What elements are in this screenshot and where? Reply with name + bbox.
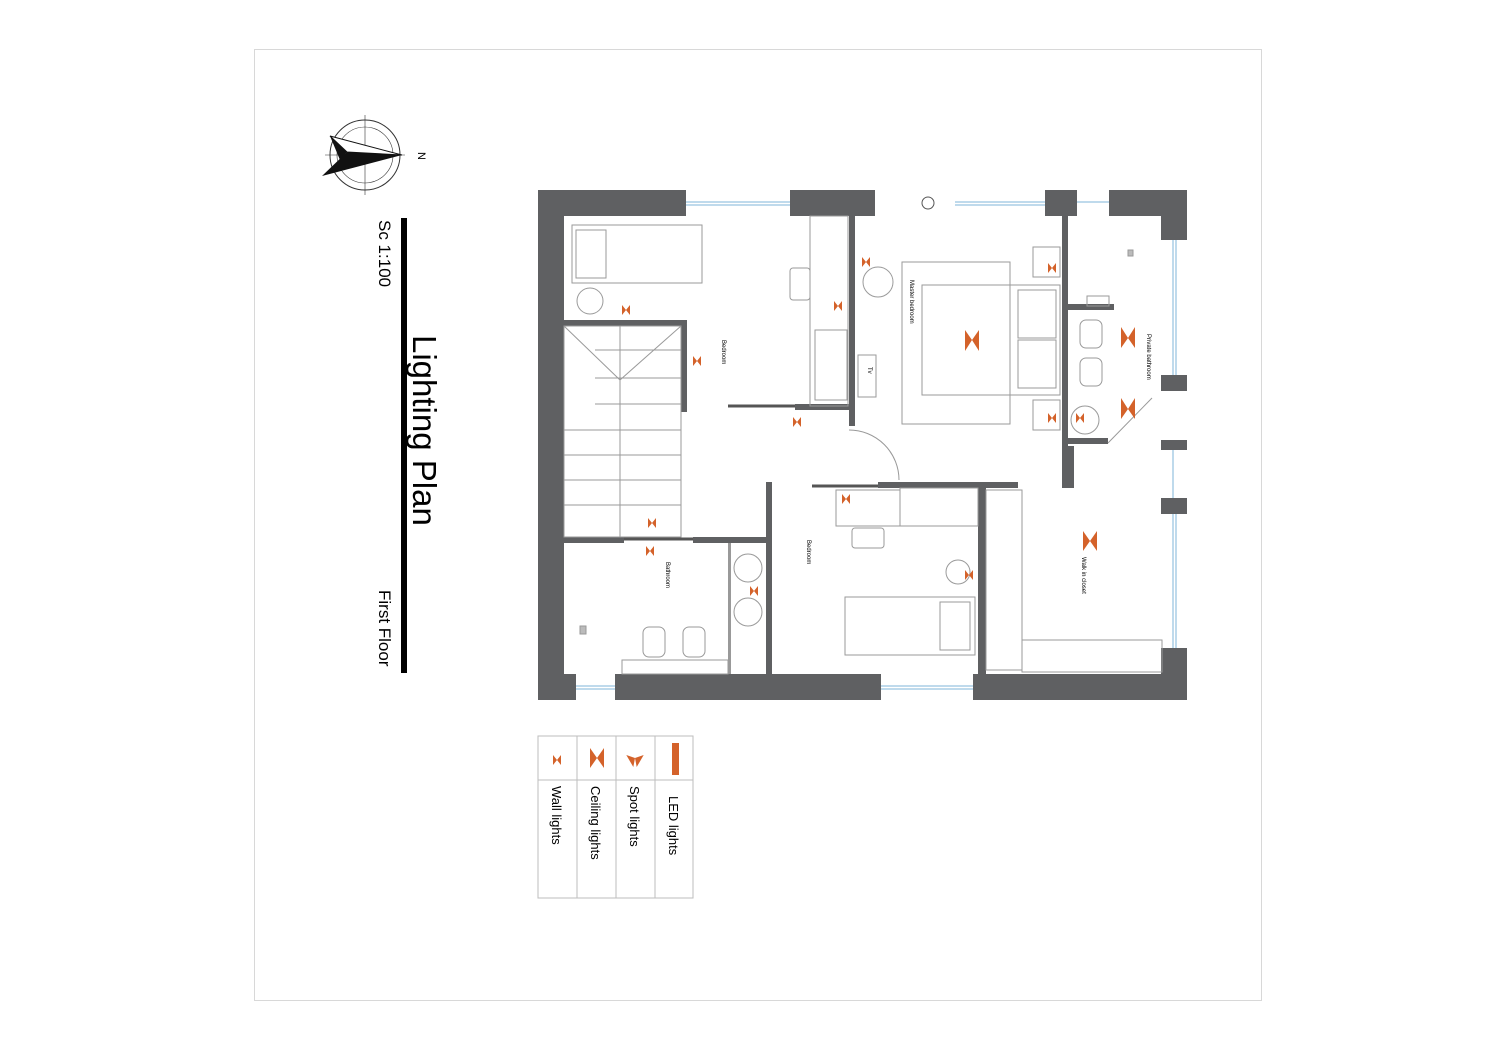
north-arrow-icon (322, 115, 405, 195)
wall-light-icon (862, 257, 870, 267)
legend-table (537, 735, 694, 899)
wall-light-icon (1048, 413, 1056, 423)
wall-light-icon (793, 417, 801, 427)
led-light-icon (672, 743, 679, 775)
legend-label-led: LED lights (666, 796, 681, 856)
title-rule (401, 218, 407, 673)
spot-light-icon (626, 754, 644, 768)
ceiling-light-icon (965, 330, 979, 351)
room-label: Walk in closet (1080, 557, 1086, 594)
room-label: Bathroom (664, 562, 670, 589)
wall-light-icon (842, 494, 850, 504)
room-label: Bedroom (720, 340, 726, 365)
legend-label-ceiling: Ceiling lights (588, 786, 603, 860)
windows (576, 201, 1177, 690)
drawing-sheet (254, 49, 1262, 1001)
wall-light-icon (1048, 263, 1056, 273)
wall-light-icon (1076, 413, 1084, 423)
wall-light-icon (693, 356, 701, 366)
wall-light-icon (553, 755, 561, 765)
light-fixtures (622, 257, 1135, 596)
chimney-icon (921, 196, 935, 210)
legend-label-spot: Spot lights (627, 786, 642, 847)
legend-label-wall: Wall lights (549, 786, 564, 845)
ceiling-light-icon (1121, 327, 1135, 348)
furniture (563, 215, 1163, 675)
ceiling-light-icon (1083, 531, 1097, 551)
drawing-scale: Sc 1:100 (375, 220, 394, 288)
floor-label: First Floor (375, 590, 394, 667)
walls (538, 190, 1187, 700)
north-label: N (414, 152, 427, 160)
doors (624, 397, 1153, 541)
wall-light-icon (648, 518, 656, 528)
wall-light-icon (646, 546, 654, 556)
room-label: Private bathroom (1145, 334, 1151, 380)
ceiling-light-icon (590, 748, 604, 768)
room-label: Master bedroom (908, 280, 914, 324)
wall-light-icon (622, 305, 630, 315)
room-label: Bedroom (805, 540, 811, 565)
ceiling-light-icon (1121, 398, 1135, 419)
wall-light-icon (834, 301, 842, 311)
wall-light-icon (965, 570, 973, 580)
drawing-title: Lighting Plan (406, 335, 443, 526)
wall-light-icon (750, 586, 758, 596)
room-label: Tv (866, 367, 872, 374)
